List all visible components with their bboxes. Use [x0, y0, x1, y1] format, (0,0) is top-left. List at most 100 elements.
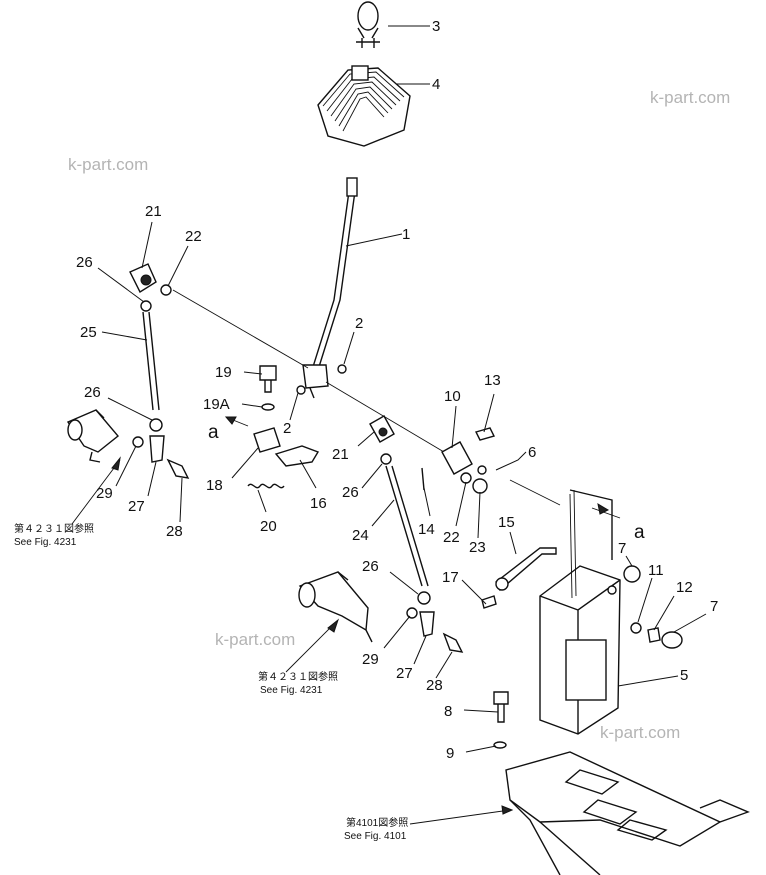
- ref-arrow-2: [285, 621, 337, 673]
- callout-26-top-left: 26: [76, 254, 93, 271]
- watermark-2: k-part.com: [68, 155, 148, 174]
- callout-27-center: 27: [396, 665, 413, 682]
- callout-22-right: 22: [443, 529, 460, 546]
- watermark-1: k-part.com: [650, 88, 730, 107]
- callout-13: 13: [484, 372, 501, 389]
- callout-3: 3: [432, 18, 440, 35]
- callout-5: 5: [680, 667, 688, 684]
- part-11-washer: [630, 622, 642, 634]
- view-arrow-left-head: [224, 416, 237, 425]
- ref-arrow-3: [409, 809, 511, 825]
- callout-26-bottom-left: 26: [84, 384, 101, 401]
- part-27-end-left: [149, 435, 165, 463]
- ref-note-2-jp: 第４２３１図参照: [258, 670, 338, 683]
- part-19A-washer: [261, 403, 275, 411]
- callout-21-center: 21: [332, 446, 349, 463]
- part-5-column: [539, 489, 621, 735]
- callout-24: 24: [352, 527, 369, 544]
- watermark-4: k-part.com: [600, 723, 680, 742]
- part-21-joint-center: [369, 415, 395, 443]
- assembly-line-3: [509, 479, 561, 506]
- callout-28-left: 28: [166, 523, 183, 540]
- callout-19: 19: [215, 364, 232, 381]
- part-13-bolt: [474, 427, 496, 441]
- part-14-pin: [421, 467, 425, 491]
- callout-15: 15: [498, 514, 515, 531]
- callout-29-left: 29: [96, 485, 113, 502]
- callout-6: 6: [528, 444, 536, 461]
- part-22-washer-right: [460, 472, 472, 484]
- callout-8: 8: [444, 703, 452, 720]
- part-25-rod: [142, 311, 160, 411]
- part-26-nut-center-bottom: [417, 591, 431, 605]
- part-28-bolt-left: [166, 458, 190, 479]
- part-2-upper-nut: [337, 364, 347, 374]
- part-19-bolt: [259, 365, 277, 393]
- part-3-knob: [356, 1, 380, 48]
- ref-note-1-en: See Fig. 4231: [14, 537, 77, 548]
- part-20-spring: [247, 483, 285, 489]
- part-4-boot: [317, 65, 411, 147]
- part-8-bolt: [493, 691, 509, 723]
- bracket-center: [298, 571, 373, 643]
- callout-23: 23: [469, 539, 486, 556]
- callout-26-center-top: 26: [342, 484, 359, 501]
- callout-16: 16: [310, 495, 327, 512]
- part-10-bracket: [441, 441, 473, 475]
- part-7-plug-top: [623, 565, 641, 583]
- part-6-nut: [477, 465, 487, 475]
- part-1-lever: [302, 177, 358, 399]
- callout-21-left: 21: [145, 203, 162, 220]
- part-15-hub: [495, 577, 509, 591]
- part-18-block: [253, 427, 281, 453]
- callout-19A: 19A: [203, 396, 230, 413]
- callout-7-top: 7: [618, 540, 626, 557]
- callout-10: 10: [444, 388, 461, 405]
- part-26-nut-top-left: [140, 300, 152, 312]
- reference-notes: 第４２３１図参照 See Fig. 4231 第４２３１図参照 See Fig.…: [14, 522, 408, 842]
- part-29-washer-left: [132, 436, 144, 448]
- part-27-end-center: [419, 611, 435, 637]
- ref-note-1-jp: 第４２３１図参照: [14, 522, 94, 535]
- base-frame: [505, 751, 750, 875]
- ref-note-3-jp: 第4101図参照: [346, 816, 408, 829]
- callout-25: 25: [80, 324, 97, 341]
- callout-14: 14: [418, 521, 435, 538]
- part-28-bolt-center: [442, 632, 464, 653]
- part-21-joint-left: [129, 263, 157, 294]
- callout-20: 20: [260, 518, 277, 535]
- ref-arrow-1-head: [111, 456, 121, 471]
- callouts: 3 4 1 2 2 21 22 26 25 26 29 27 28 19 19A…: [76, 18, 718, 762]
- part-9-washer: [493, 741, 507, 749]
- callout-12: 12: [676, 579, 693, 596]
- callout-11: 11: [648, 562, 664, 579]
- part-7-plug-right: [661, 631, 683, 649]
- callout-17: 17: [442, 569, 459, 586]
- callout-2-lower: 2: [283, 420, 291, 437]
- callout-18: 18: [206, 477, 223, 494]
- view-arrow-left-label: a: [208, 422, 219, 443]
- part-23-nut: [472, 478, 488, 494]
- part-2-lower-nut: [296, 385, 306, 395]
- ref-arrow-2-head: [327, 618, 340, 633]
- ref-note-2-en: See Fig. 4231: [260, 685, 323, 696]
- callout-2-upper: 2: [355, 315, 363, 332]
- part-12-ring: [647, 627, 661, 643]
- callout-28-center: 28: [426, 677, 443, 694]
- bracket-left: [66, 409, 119, 463]
- callout-26-center-bottom: 26: [362, 558, 379, 575]
- watermark-3: k-part.com: [215, 630, 295, 649]
- ref-arrow-3-head: [501, 805, 514, 815]
- part-26-nut-center-top: [380, 453, 392, 465]
- view-arrow-right-line: [591, 507, 621, 519]
- callout-4: 4: [432, 76, 440, 93]
- ref-note-3-en: See Fig. 4101: [344, 831, 407, 842]
- view-arrow-right-label: a: [634, 522, 645, 543]
- part-24-rod: [385, 465, 429, 587]
- callout-29-center: 29: [362, 651, 379, 668]
- callout-9: 9: [446, 745, 454, 762]
- callout-7-right: 7: [710, 598, 718, 615]
- part-29-washer-center: [406, 607, 418, 619]
